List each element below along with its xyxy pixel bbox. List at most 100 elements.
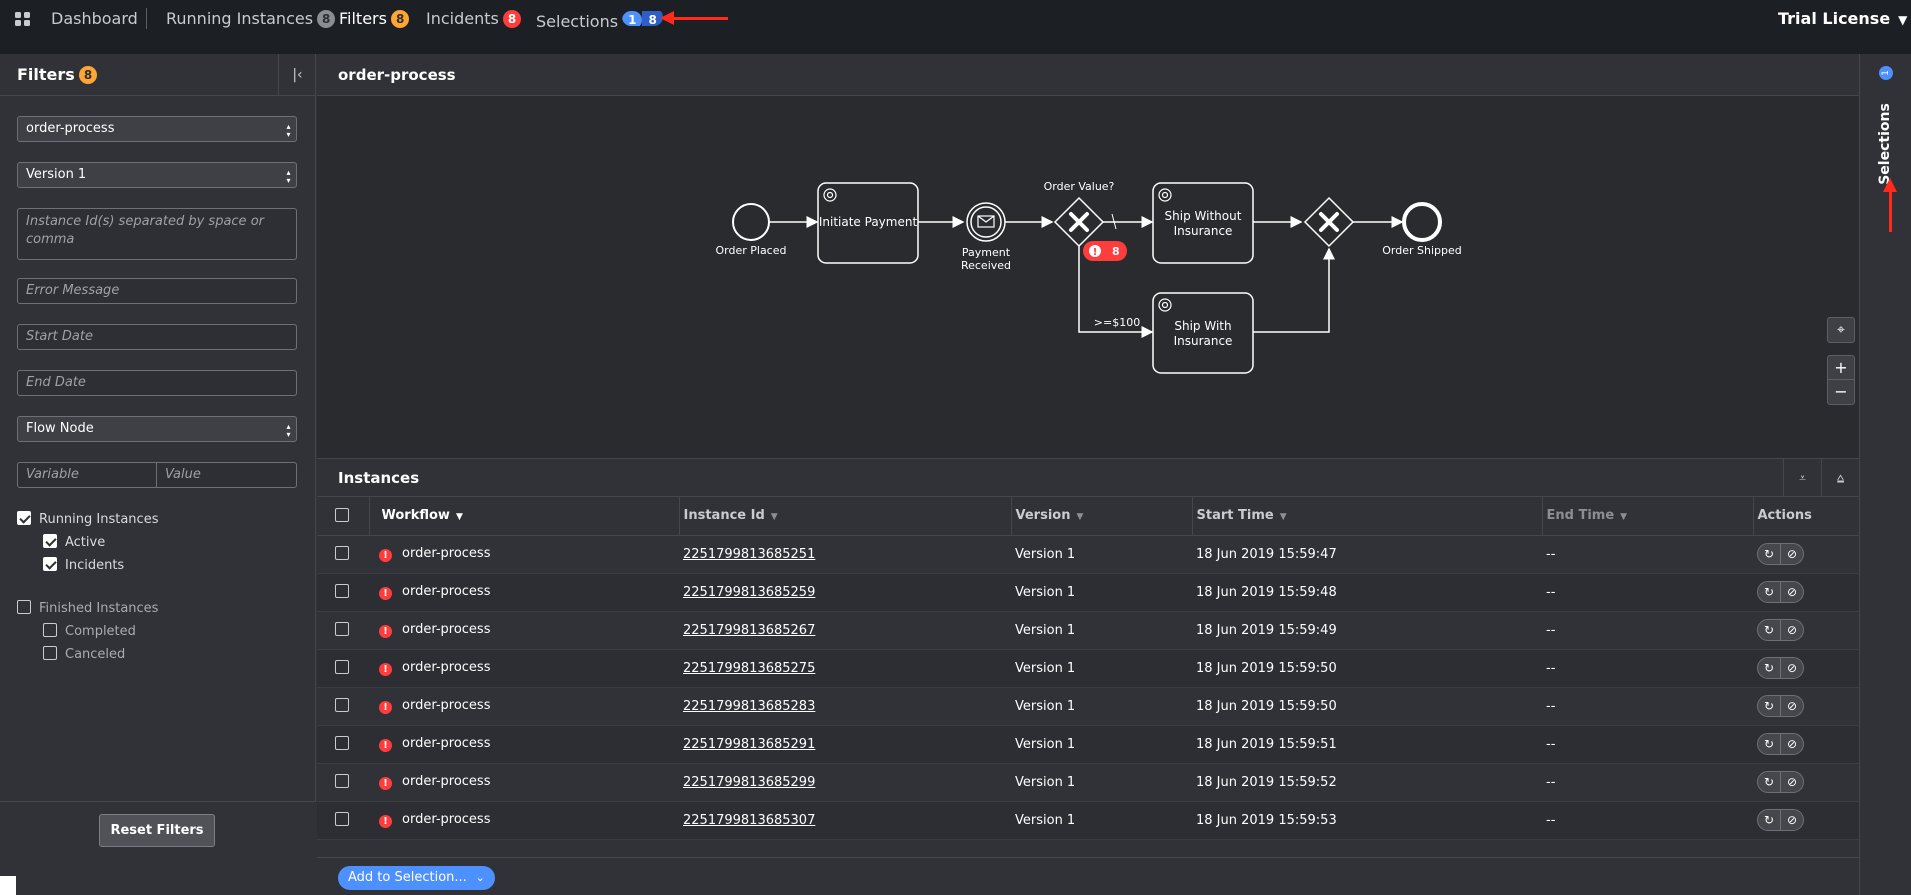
payment-received-label-1: Payment [962, 246, 1011, 259]
variable-field[interactable]: Variable [17, 462, 158, 488]
selections-side-panel[interactable] [1859, 54, 1911, 895]
row-checkbox[interactable] [317, 763, 369, 802]
row-instance-id[interactable]: 2251799813685251 [679, 535, 1011, 574]
cancel-icon[interactable]: ⊘ [1780, 771, 1804, 793]
retry-icon[interactable]: ↻ [1757, 771, 1781, 793]
diagram-canvas[interactable]: ! 8 Order Placed Initiate Payment Paymen… [317, 96, 1859, 458]
row-checkbox[interactable] [317, 687, 369, 726]
retry-icon[interactable]: ↻ [1757, 581, 1781, 603]
select-all-checkbox[interactable] [317, 497, 370, 536]
row-instance-id[interactable]: 2251799813685291 [679, 725, 1011, 764]
license-dropdown[interactable]: Trial License▼ [1778, 8, 1907, 31]
row-instance-id[interactable]: 2251799813685259 [679, 573, 1011, 612]
column-end-time[interactable]: End Time▼ [1542, 497, 1754, 536]
retry-icon[interactable]: ↻ [1757, 695, 1781, 717]
row-actions: ↻⊘ [1753, 649, 1859, 688]
minus-icon[interactable]: − [1834, 382, 1848, 401]
cancel-icon[interactable]: ⊘ [1780, 809, 1804, 831]
flow-node-select[interactable]: Flow Node [17, 416, 297, 442]
finished-instances-checkbox[interactable]: Finished Instances [17, 600, 158, 616]
row-instance-id[interactable]: 2251799813685299 [679, 763, 1011, 802]
expand-down-icon[interactable]: ⩡ [1783, 459, 1821, 497]
row-checkbox[interactable] [317, 611, 369, 650]
ship-with-insurance-task [1152, 292, 1254, 374]
instance-id-link[interactable]: 2251799813685299 [683, 774, 816, 790]
workflow-select[interactable]: order-process [17, 116, 297, 142]
cancel-icon[interactable]: ⊘ [1780, 543, 1804, 565]
column-start-time[interactable]: Start Time▼ [1192, 497, 1543, 536]
expand-up-icon[interactable]: ⩠ [1821, 459, 1859, 497]
row-instance-id[interactable]: 2251799813685283 [679, 687, 1011, 726]
row-end-time: -- [1542, 725, 1753, 764]
crosshair-icon[interactable]: ⌖ [1827, 317, 1855, 343]
add-to-selection-button[interactable]: Add to Selection...⌄ [338, 866, 495, 890]
nav-dashboard[interactable]: Dashboard [51, 9, 138, 28]
bpmn-diagram[interactable]: ! 8 Order Placed Initiate Payment Paymen… [317, 96, 1859, 458]
collapse-left-icon[interactable]: |‹ [278, 54, 316, 96]
start-date-field[interactable]: Start Date [17, 324, 297, 350]
retry-icon[interactable]: ↻ [1757, 543, 1781, 565]
column-version[interactable]: Version▼ [1011, 497, 1193, 536]
checkbox-empty-icon [43, 623, 57, 637]
cancel-icon[interactable]: ⊘ [1780, 619, 1804, 641]
end-date-field[interactable]: End Date [17, 370, 297, 396]
row-instance-id[interactable]: 2251799813685267 [679, 611, 1011, 650]
instance-id-link[interactable]: 2251799813685267 [683, 622, 816, 638]
retry-icon[interactable]: ↻ [1757, 657, 1781, 679]
row-checkbox[interactable] [317, 573, 369, 612]
retry-icon[interactable]: ↻ [1757, 733, 1781, 755]
row-checkbox[interactable] [317, 535, 369, 574]
reset-filters-button[interactable]: Reset Filters [99, 814, 215, 847]
active-checkbox[interactable]: Active [43, 534, 105, 550]
row-instance-id[interactable]: 2251799813685275 [679, 649, 1011, 688]
value-field[interactable]: Value [156, 462, 297, 488]
selections-toggle[interactable]: 1 Selections [1877, 66, 1893, 185]
row-checkbox[interactable] [317, 725, 369, 764]
plus-icon[interactable]: + [1828, 356, 1854, 380]
row-instance-id[interactable]: 2251799813685307 [679, 801, 1011, 840]
running-instances-checkbox[interactable]: Running Instances [17, 511, 158, 527]
canceled-checkbox[interactable]: Canceled [43, 646, 125, 662]
error-icon: ! [379, 815, 392, 828]
version-select[interactable]: Version 1 [17, 162, 297, 188]
cancel-icon[interactable]: ⊘ [1780, 581, 1804, 603]
retry-icon[interactable]: ↻ [1757, 619, 1781, 641]
instance-id-link[interactable]: 2251799813685307 [683, 812, 816, 828]
cancel-icon[interactable]: ⊘ [1780, 695, 1804, 717]
row-checkbox[interactable] [317, 801, 369, 840]
instance-ids-field[interactable]: Instance Id(s) separated by space or com… [17, 208, 297, 260]
incidents-checkbox[interactable]: Incidents [43, 557, 124, 573]
instance-id-link[interactable]: 2251799813685259 [683, 584, 816, 600]
column-instance-id[interactable]: Instance Id▼ [679, 497, 1012, 536]
completed-checkbox[interactable]: Completed [43, 623, 136, 639]
retry-icon[interactable]: ↻ [1757, 809, 1781, 831]
row-checkbox[interactable] [317, 649, 369, 688]
column-workflow[interactable]: Workflow▼ [369, 497, 680, 536]
cancel-icon[interactable]: ⊘ [1780, 733, 1804, 755]
sort-icon: ▼ [1076, 512, 1084, 523]
nav-separator [146, 8, 147, 29]
instance-id-link[interactable]: 2251799813685251 [683, 546, 816, 562]
instance-id-link[interactable]: 2251799813685291 [683, 736, 816, 752]
instance-id-link[interactable]: 2251799813685275 [683, 660, 816, 676]
error-icon: ! [379, 663, 392, 676]
instance-id-link[interactable]: 2251799813685283 [683, 698, 816, 714]
cancel-icon[interactable]: ⊘ [1780, 657, 1804, 679]
error-icon: ! [379, 587, 392, 600]
error-message-field[interactable]: Error Message [17, 278, 297, 304]
chevron-down-icon: ⌄ [475, 871, 485, 884]
logo-icon[interactable] [14, 11, 32, 27]
